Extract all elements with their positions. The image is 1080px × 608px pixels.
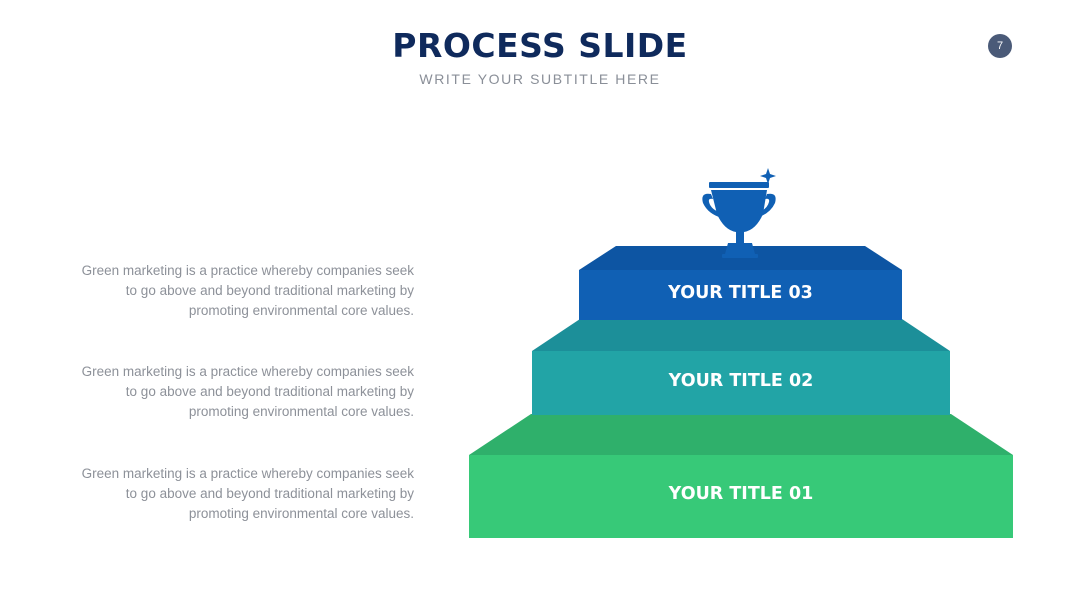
step-2-description: Green marketing is a practice whereby co… [81,364,414,419]
step-3-front-face [579,270,902,320]
step-1-description: Green marketing is a practice whereby co… [81,466,414,521]
page-number-badge: 7 [988,34,1012,58]
step-1-front-face [469,455,1013,538]
step-3-title: YOUR TITLE 03 [668,283,813,303]
step-3-description: Green marketing is a practice whereby co… [81,263,414,318]
step-3-block [579,246,902,320]
step-2-front-face [532,351,950,415]
step-2-block [532,319,950,415]
step-1-top-face [469,414,1013,455]
slide-title: PROCESS SLIDE [392,26,688,65]
trophy-icon [702,182,776,258]
step-1-title: YOUR TITLE 01 [668,484,814,504]
step-1-block [469,414,1013,538]
slide-subtitle: WRITE YOUR SUBTITLE HERE [419,71,661,87]
step-2-title: YOUR TITLE 02 [668,371,814,391]
sparkle-icon [750,168,776,201]
step-2-top-face [532,319,950,351]
